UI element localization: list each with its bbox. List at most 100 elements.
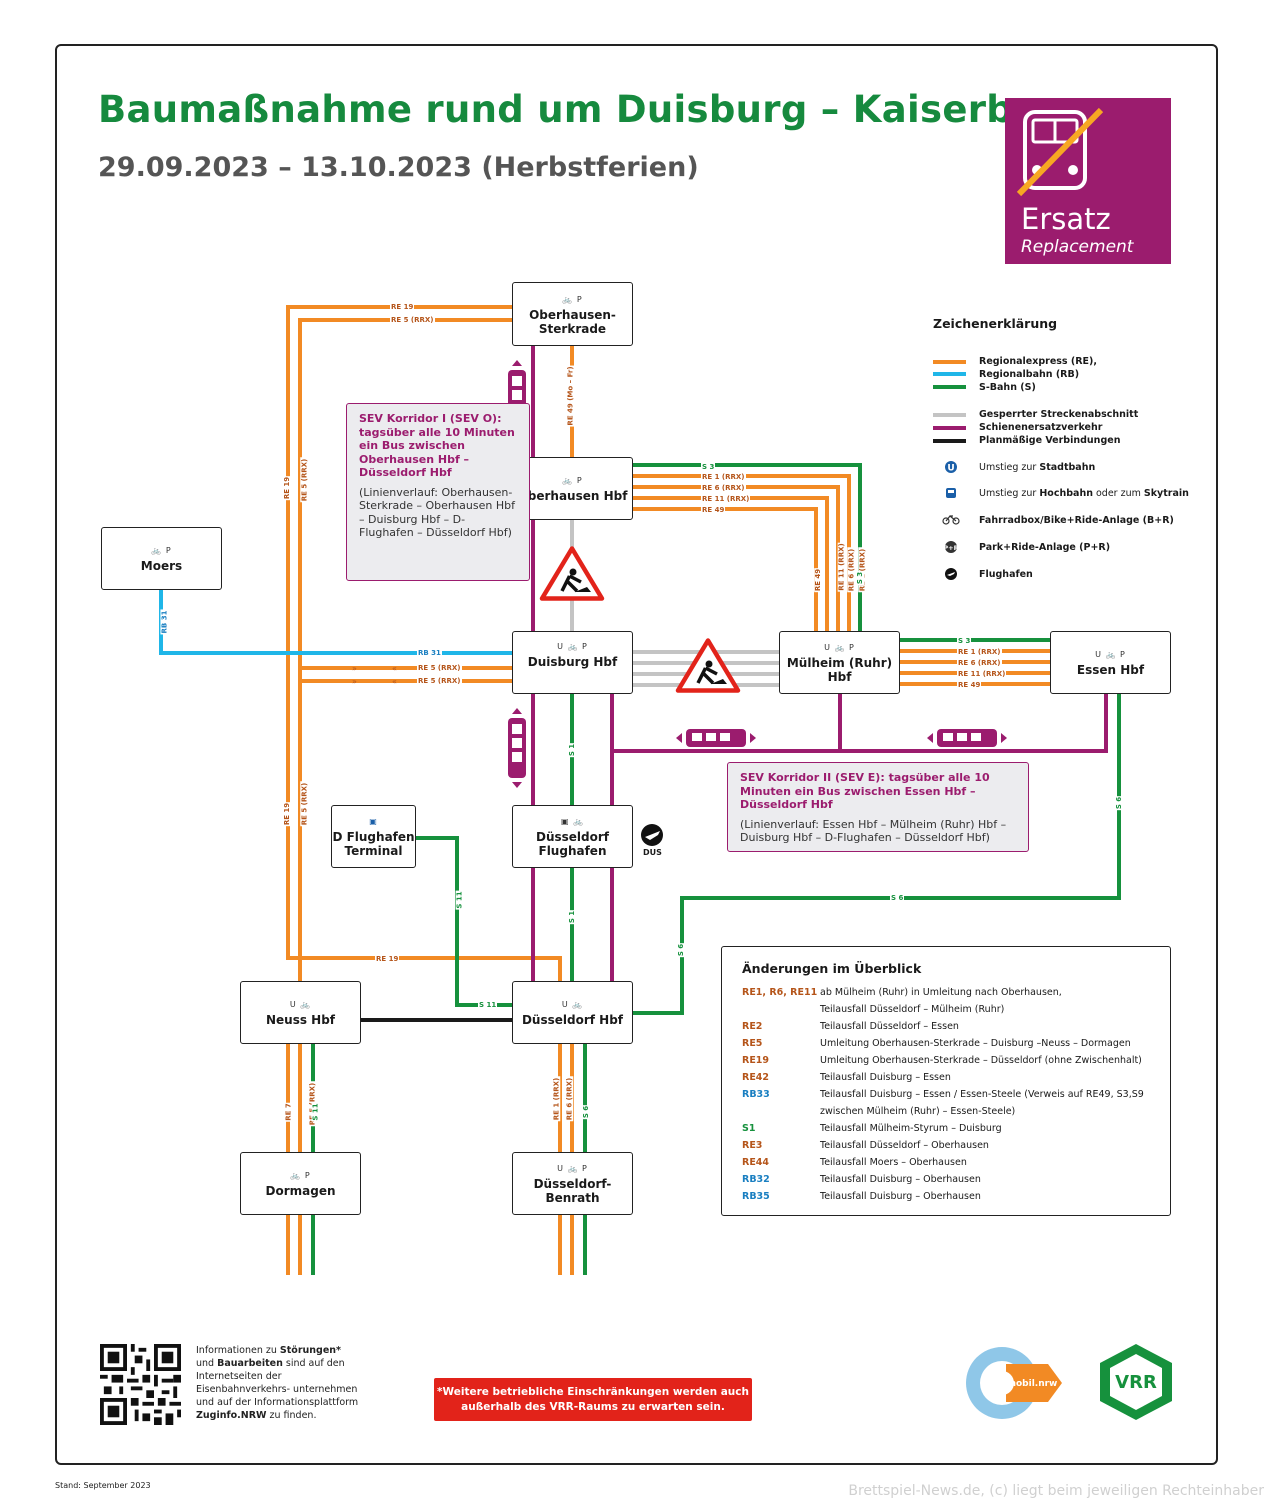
vlabel-re5-a: RE 5 (RRX)	[300, 457, 309, 503]
legend: Zeichenerklärung Regionalexpress (RE), R…	[933, 316, 1189, 580]
change-line: RB33	[742, 1089, 770, 1100]
station-icons: U 🚲 P	[1095, 650, 1126, 659]
station-name: Düsseldorf-	[533, 1177, 612, 1191]
vlabel-re6-d: RE 6 (RRX)	[565, 1076, 574, 1122]
label-re1: RE 1 (RRX)	[701, 473, 746, 481]
station-name-2: Sterkrade	[538, 321, 607, 336]
svg-text:P+R: P+R	[944, 544, 958, 552]
bus-icon-sev1-south	[508, 708, 526, 788]
station-duesseldorf-benrath[interactable]: U 🚲 P Düsseldorf- Benrath	[512, 1152, 633, 1215]
construction-icon-ob-du	[539, 546, 605, 601]
vlabel-s1-a: S 1	[568, 742, 577, 758]
bus-icon-sev2-east	[927, 729, 1007, 747]
sev1-route: (Linienverlauf: Oberhausen-Sterkrade – O…	[359, 485, 515, 540]
station-name: Düsseldorf Hbf	[521, 1013, 624, 1027]
label-re49-essen: RE 49	[957, 681, 982, 689]
mobil-nrw-text: mobil.nrw	[1007, 1379, 1058, 1389]
change-line: RB35	[742, 1191, 770, 1202]
label-s3: S 3	[701, 463, 716, 471]
vlabel-re1-d: RE 1 (RRX)	[552, 1076, 561, 1122]
legend-hochbahn-mid: oder zum	[1092, 488, 1144, 499]
direction-arrow-icon: »	[352, 664, 357, 673]
change-line: S1	[742, 1123, 756, 1134]
vlabel-re49-m: RE 49	[814, 567, 823, 593]
vlabel-s6-a: S 6	[677, 942, 686, 958]
station-neuss-hbf[interactable]: U 🚲 Neuss Hbf	[240, 981, 361, 1044]
change-row: zwischen Mülheim (Ruhr) – Essen-Steele)	[742, 1103, 1150, 1120]
airport-icon	[641, 824, 663, 846]
change-line	[742, 1001, 820, 1018]
station-duesseldorf-flughafen[interactable]: ▣ 🚲 Düsseldorf Flughafen	[512, 805, 633, 868]
vrr-logo: VRR	[1100, 1344, 1172, 1420]
changes-title: Änderungen im Überblick	[742, 961, 922, 976]
legend-swatch-rb	[933, 372, 966, 376]
svg-text:U: U	[947, 464, 954, 474]
change-text: Teilausfall Moers – Oberhausen	[820, 1157, 967, 1168]
ersatz-label: Ersatz	[1021, 202, 1111, 236]
sev2-heading: SEV Korridor II (SEV E): tagsüber alle 1…	[740, 771, 990, 811]
sev1-heading: SEV Korridor I (SEV O): tagsüber alle 10…	[359, 412, 515, 479]
legend-stadtbahn-pre: Umstieg zur	[979, 462, 1040, 473]
info-part-4: zu finden.	[266, 1410, 317, 1421]
change-text: zwischen Mülheim (Ruhr) – Essen-Steele)	[820, 1106, 1016, 1117]
station-duisburg-hbf[interactable]: U 🚲 P Duisburg Hbf	[512, 631, 633, 694]
info-part-3: sind auf den Internetseiten der Eisenbah…	[196, 1358, 359, 1408]
station-icons: ▣ 🚲	[560, 817, 585, 826]
station-oberhausen-hbf[interactable]: 🚲 P Oberhausen Hbf	[512, 457, 633, 520]
change-text: Teilausfall Düsseldorf – Oberhausen	[820, 1140, 989, 1151]
airport-icon	[945, 568, 957, 580]
legend-re: Regionalexpress (RE),	[979, 356, 1097, 367]
legend-stadtbahn-bold: Stadtbahn	[1039, 462, 1096, 473]
station-moers[interactable]: 🚲 P Moers	[101, 527, 222, 590]
station-name-2: Benrath	[545, 1191, 600, 1205]
station-name: Dormagen	[265, 1184, 336, 1198]
label-s6-h: S 6	[890, 894, 905, 902]
bike-icon	[942, 515, 960, 525]
station-essen-hbf[interactable]: U 🚲 P Essen Hbf	[1050, 631, 1171, 694]
vlabel-s11: S 11	[455, 890, 464, 910]
vlabel-re6-m: RE 6 (RRX)	[847, 547, 856, 593]
station-d-flughafen-terminal[interactable]: ▣ D Flughafen Terminal	[331, 805, 416, 868]
sev2-route: (Linienverlauf: Essen Hbf – Mülheim (Ruh…	[740, 817, 1007, 845]
legend-bike: Fahrradbox/Bike+Ride-Anlage (B+R)	[979, 515, 1174, 526]
vlabel-s11-b: S 11	[311, 1102, 320, 1122]
legend-hochbahn-pre: Umstieg zur	[979, 488, 1040, 499]
station-icons: U 🚲 P	[824, 643, 855, 652]
line-s6	[633, 694, 1121, 1015]
direction-arrow-icon: «	[392, 664, 397, 673]
station-name-2: Terminal	[344, 844, 403, 858]
change-text: Teilausfall Duisburg – Oberhausen	[820, 1191, 981, 1202]
stand-date: Stand: September 2023	[55, 1481, 151, 1490]
legend-s: S-Bahn (S)	[979, 382, 1036, 393]
airport-code: DUS	[643, 848, 662, 857]
vlabel-rb31: RB 31	[160, 609, 169, 635]
station-icons: U 🚲	[561, 1000, 584, 1009]
line-rb31	[159, 590, 512, 655]
vlabel-s3-m: S 3	[856, 570, 865, 586]
station-duesseldorf-hbf[interactable]: U 🚲 Düsseldorf Hbf	[512, 981, 633, 1044]
vlabel-s6-b: S 6	[1115, 795, 1124, 811]
legend-swatch-re	[933, 360, 966, 364]
change-line: RE1, R6, RE11	[742, 987, 818, 998]
station-dormagen[interactable]: 🚲 P Dormagen	[240, 1152, 361, 1215]
station-name: Oberhausen-	[529, 307, 616, 322]
station-oberhausen-sterkrade[interactable]: 🚲 P Oberhausen- Sterkrade	[512, 282, 633, 346]
qr-code-icon[interactable]	[100, 1344, 181, 1425]
label-s11-h: S 11	[478, 1001, 498, 1009]
image-credit: Brettspiel-News.de, (c) liegt beim jewei…	[848, 1483, 1264, 1499]
sev-corridor-1-box: SEV Korridor I (SEV O): tagsüber alle 10…	[346, 403, 530, 581]
change-text: Teilausfall Duisburg – Oberhausen	[820, 1174, 981, 1185]
info-bold-2: Bauarbeiten	[217, 1358, 283, 1369]
change-text: Teilausfall Duisburg – Essen	[820, 1072, 951, 1083]
vlabel-re19-b: RE 19	[283, 801, 292, 827]
station-muelheim-hbf[interactable]: U 🚲 P Mülheim (Ruhr) Hbf	[779, 631, 900, 694]
bus-icon-sev2-west	[676, 729, 756, 747]
